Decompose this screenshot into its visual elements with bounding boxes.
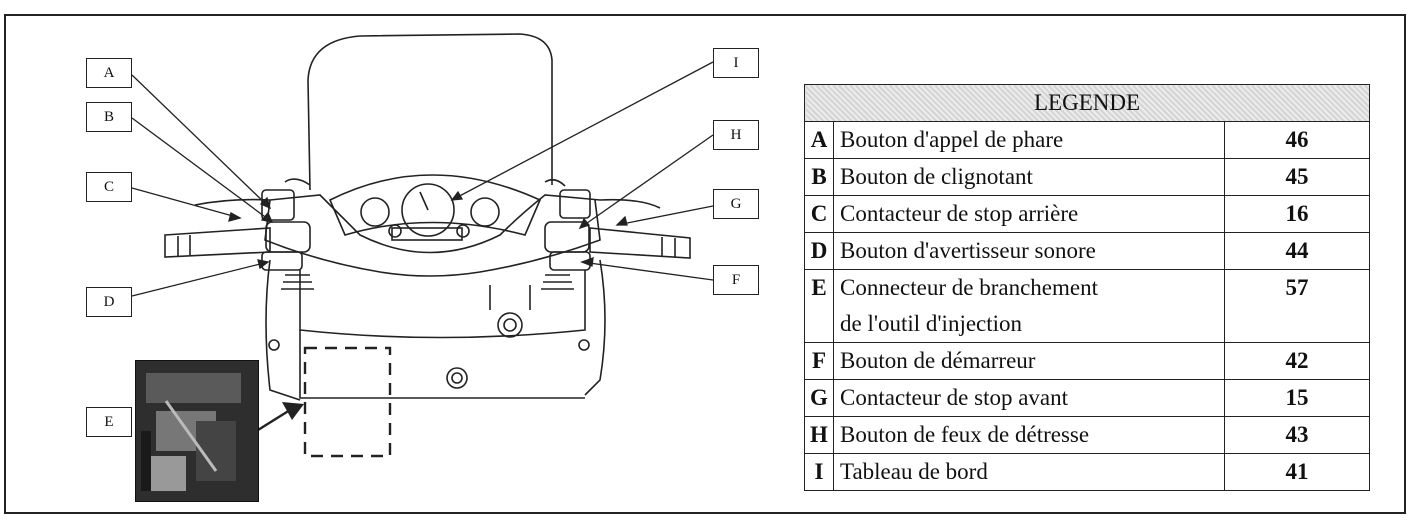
callout-b: B [86, 102, 132, 132]
legend-label: Contacteur de stop avant [833, 379, 1225, 417]
windshield-outline [307, 33, 553, 191]
legend-label: Tableau de bord [833, 453, 1225, 491]
legend-table: LEGENDE A Bouton d'appel de phare 46 B B… [804, 84, 1370, 491]
legend-key: G [804, 379, 834, 417]
legend-row: B Bouton de clignotant 45 [804, 158, 1370, 196]
legend-row: E Connecteur de branchement de l'outil d… [804, 269, 1370, 343]
legend-label: Bouton de feux de détresse [833, 416, 1225, 454]
legend-page: 42 [1224, 342, 1370, 380]
legend-key: H [804, 416, 834, 454]
lower-fairing [265, 259, 301, 401]
legend-label: Bouton de clignotant [833, 158, 1225, 196]
legend-label: Bouton de démarreur [833, 342, 1225, 380]
legend-page: 15 [1224, 379, 1370, 417]
callout-h: H [713, 120, 759, 150]
scooter-handlebar-diagram [131, 33, 714, 458]
legend-label: Bouton d'appel de phare [833, 121, 1225, 159]
legend-page: 45 [1224, 158, 1370, 196]
callout-d: D [86, 287, 132, 317]
injection-connector-photo [135, 360, 259, 502]
legend-label: Bouton d'avertisseur sonore [833, 232, 1225, 270]
legend-label-line1: Connecteur de branchement [840, 275, 1098, 300]
right-grip [589, 227, 691, 259]
legend-header-row: LEGENDE [804, 84, 1370, 122]
legend-page: 16 [1224, 195, 1370, 233]
injection-connector-area [303, 346, 392, 458]
callout-f: F [713, 265, 759, 295]
legend-header: LEGENDE [804, 84, 1370, 122]
callout-e: E [86, 407, 132, 437]
legend-key: D [804, 232, 834, 270]
legend-key: I [804, 453, 834, 491]
center-knob [446, 367, 468, 389]
legend-row: D Bouton d'avertisseur sonore 44 [804, 232, 1370, 270]
legend-page: 46 [1224, 121, 1370, 159]
legend-label: Contacteur de stop arrière [833, 195, 1225, 233]
legend-key: F [804, 342, 834, 380]
callout-g: G [713, 189, 759, 219]
legend-page: 43 [1224, 416, 1370, 454]
callout-c: C [86, 172, 132, 202]
legend-row: F Bouton de démarreur 42 [804, 342, 1370, 380]
legend-label-line2: de l'outil d'injection [840, 311, 1023, 336]
legend-page: 57 [1224, 269, 1370, 343]
legend-page: 44 [1224, 232, 1370, 270]
callout-a: A [86, 58, 132, 88]
callout-i: I [713, 48, 759, 78]
left-grip [164, 227, 271, 258]
legend-key: C [804, 195, 834, 233]
legend-row: H Bouton de feux de détresse 43 [804, 416, 1370, 454]
figure-frame [4, 14, 1406, 514]
legend-row: I Tableau de bord 41 [804, 453, 1370, 491]
legend-row: C Contacteur de stop arrière 16 [804, 195, 1370, 233]
legend-row: A Bouton d'appel de phare 46 [804, 121, 1370, 159]
legend-row: G Contacteur de stop avant 15 [804, 379, 1370, 417]
photo-arrow [257, 408, 291, 432]
ignition-lock [497, 312, 523, 338]
legend-key: A [804, 121, 834, 159]
legend-key: E [804, 269, 834, 343]
legend-page: 41 [1224, 453, 1370, 491]
legend-label: Connecteur de branchement de l'outil d'i… [833, 269, 1225, 343]
legend-key: B [804, 158, 834, 196]
